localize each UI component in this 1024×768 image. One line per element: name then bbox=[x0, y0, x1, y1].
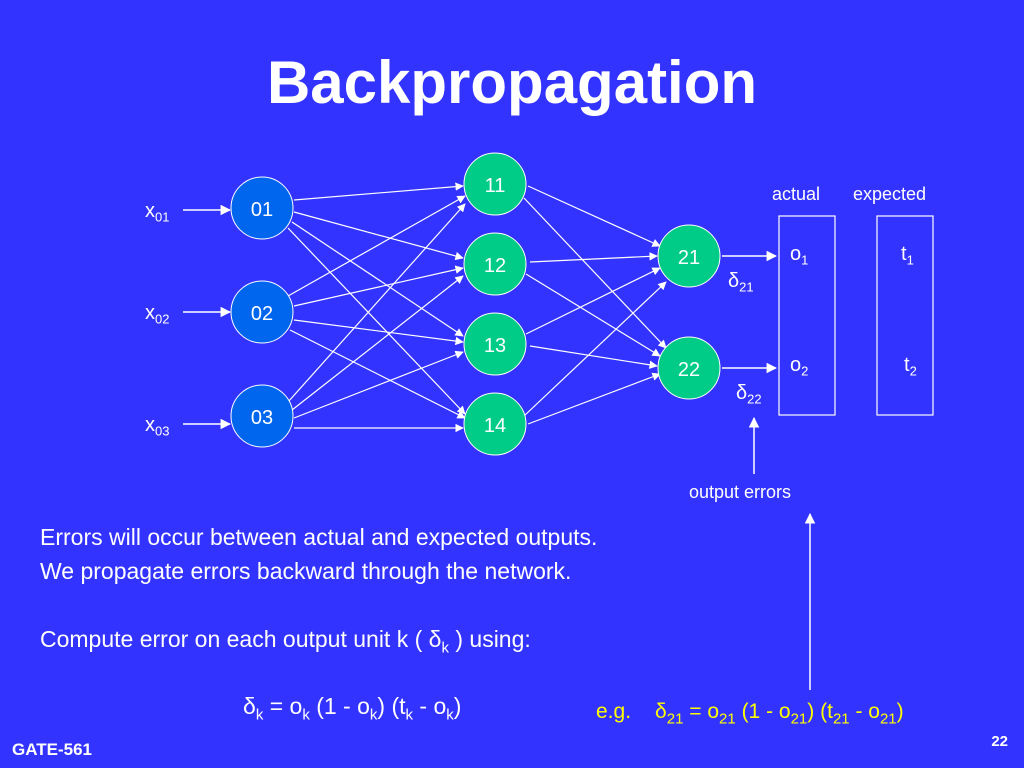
hidden-node-13: 13 bbox=[463, 312, 527, 376]
hidden-node-11: 11 bbox=[463, 152, 527, 216]
input-label-x03: x03 bbox=[145, 414, 170, 439]
node-label: 11 bbox=[485, 175, 506, 197]
node-label: 03 bbox=[251, 407, 273, 429]
example-formula: e.g.δ21 = o21 (1 - o21) (t21 - o21) bbox=[596, 700, 904, 728]
delta-label-22: δ22 bbox=[736, 382, 762, 407]
output-errors-label: output errors bbox=[689, 482, 792, 502]
delta-label-21: δ21 bbox=[728, 270, 754, 295]
actual-value-o2: o2 bbox=[790, 354, 809, 379]
node-label: 13 bbox=[484, 335, 506, 357]
footer-course-code: GATE-561 bbox=[12, 740, 92, 759]
hidden-node-12: 12 bbox=[463, 232, 527, 296]
input-node-02: 02 bbox=[230, 280, 294, 344]
hidden-node-14: 14 bbox=[463, 392, 527, 456]
delta-formula: δk = ok (1 - ok) (tk - ok) bbox=[243, 693, 462, 724]
node-label: 02 bbox=[251, 303, 273, 325]
input-hidden-connections bbox=[287, 182, 466, 433]
actual-box bbox=[778, 215, 836, 416]
body-line-1: Errors will occur between actual and exp… bbox=[40, 524, 598, 550]
input-label-x02: x02 bbox=[145, 302, 170, 327]
expected-box bbox=[876, 215, 934, 416]
actual-header: actual bbox=[772, 184, 821, 204]
expected-value-t2: t2 bbox=[904, 354, 917, 379]
output-node-22: 22 bbox=[657, 336, 721, 400]
node-label: 21 bbox=[678, 247, 700, 269]
body-line-2: We propagate errors backward through the… bbox=[40, 558, 572, 584]
expected-header: expected bbox=[853, 184, 927, 204]
slide-title: Backpropagation bbox=[266, 49, 758, 116]
node-label: 12 bbox=[484, 255, 506, 277]
input-label-x01: x01 bbox=[145, 200, 170, 225]
expected-value-t1: t1 bbox=[901, 243, 914, 268]
input-node-01: 01 bbox=[230, 176, 294, 240]
node-label: 22 bbox=[678, 359, 700, 381]
hidden-output-connections bbox=[523, 185, 667, 425]
node-label: 14 bbox=[484, 415, 506, 437]
node-label: 01 bbox=[251, 199, 273, 221]
actual-value-o1: o1 bbox=[790, 243, 809, 268]
output-node-21: 21 bbox=[657, 224, 721, 288]
input-node-03: 03 bbox=[230, 384, 294, 448]
compute-line: Compute error on each output unit k ( δk… bbox=[40, 626, 531, 657]
page-number: 22 bbox=[991, 733, 1008, 750]
